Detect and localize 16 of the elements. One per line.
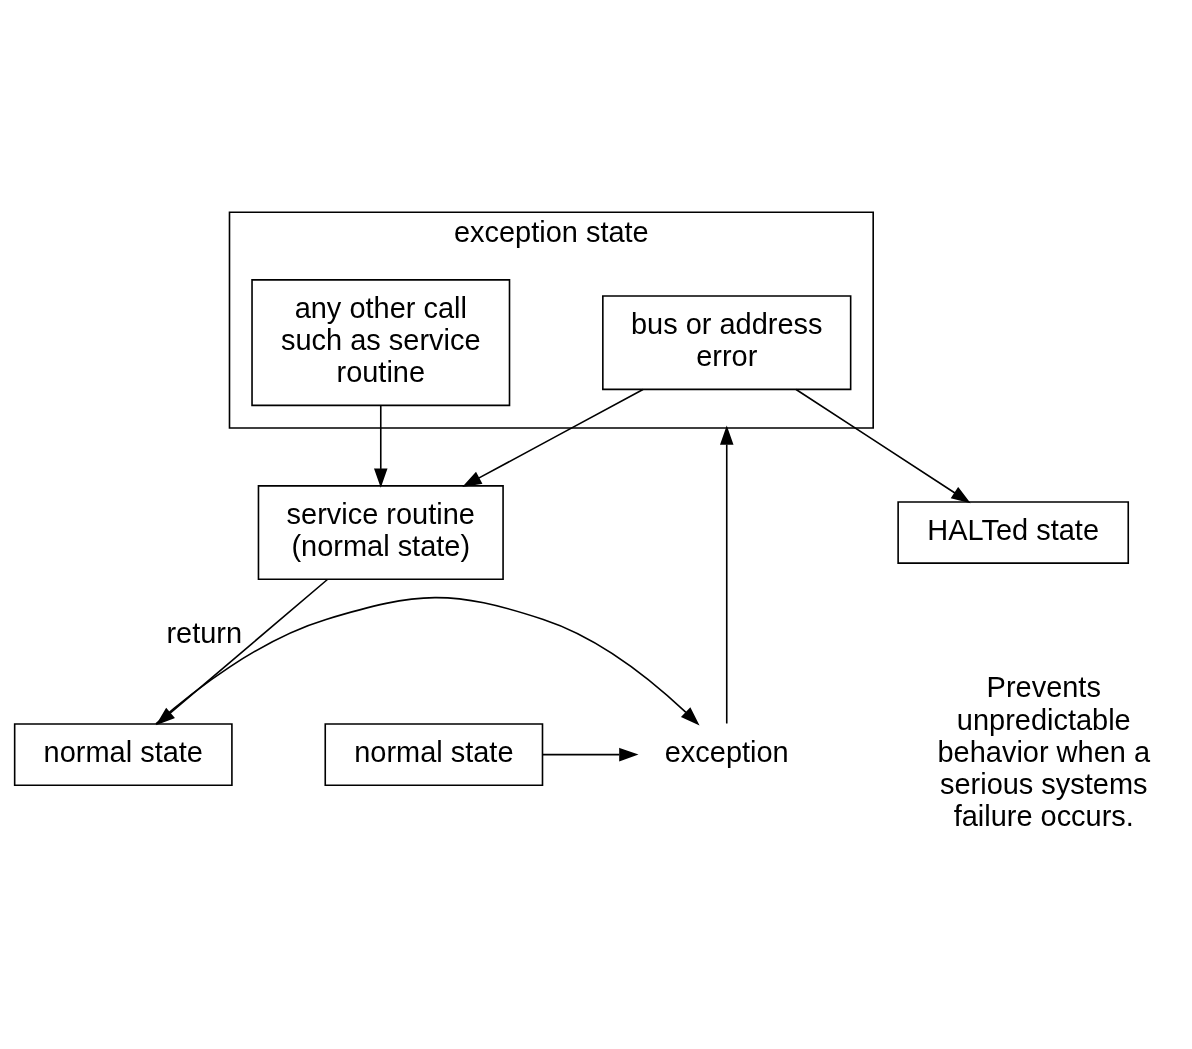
arrow — [541, 747, 639, 762]
node-box: normal state — [324, 723, 544, 786]
arrow — [374, 405, 388, 488]
arrow — [462, 388, 644, 487]
node-box: any other call such as service routine — [251, 279, 511, 407]
node-box: bus or address error — [602, 295, 852, 391]
arrow — [155, 596, 700, 726]
node-label: Prevents unpredictable behavior when a serious systems failure occurs. — [937, 671, 1151, 833]
node-box: service routine (normal state) — [257, 485, 504, 580]
edge-label: return — [166, 617, 243, 649]
arrow — [720, 425, 734, 725]
node-text: exception — [664, 735, 789, 768]
arrow — [795, 388, 971, 504]
node-box: normal state — [13, 723, 233, 786]
node-box: HALTed state — [897, 501, 1130, 564]
arrow — [155, 578, 329, 726]
